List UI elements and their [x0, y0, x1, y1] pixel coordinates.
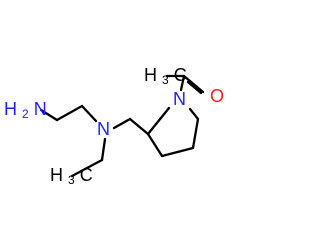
- bond-ring-c3-c4: [160, 146, 195, 158]
- bond-ring-c2-n: [146, 106, 171, 136]
- label-amino-group: H 2 N: [4, 99, 47, 124]
- label-amino-n: N: [34, 99, 47, 119]
- bond-layer: [39, 74, 205, 178]
- bond-n-linker: [112, 117, 132, 130]
- atom-labels: H 2 N N N O H 3 C H 3 C: [4, 65, 224, 190]
- bond-ring-c4-c5: [191, 117, 200, 150]
- bond-ch2-n: [80, 104, 98, 123]
- bond-ch2-ch2: [55, 104, 84, 122]
- label-ring-n: N: [173, 89, 186, 109]
- bond-n-ethyl-ch2: [100, 137, 107, 162]
- label-acetyl-methyl: H 3 C: [144, 65, 187, 90]
- label-ethyl-methyl-subscript: 3: [68, 173, 75, 187]
- label-ethyl-methyl-c: C: [80, 165, 93, 185]
- label-ethyl-methyl: H 3 C: [50, 165, 93, 190]
- bond-ring-n-carbonyl-c: [179, 74, 186, 92]
- bond-ring-c2-c3: [146, 132, 164, 158]
- bond-ring-c5-n: [188, 107, 200, 121]
- label-ethyl-methyl-h: H: [50, 165, 63, 185]
- bond-carbonyl-double-outer: [182, 74, 205, 94]
- bond-linker-ring: [128, 117, 150, 136]
- bond-carbonyl-double-inner: [186, 80, 203, 95]
- label-acetyl-methyl-c: C: [174, 65, 187, 85]
- label-tertiary-amine-n: N: [97, 119, 110, 139]
- label-amino-subscript: 2: [22, 107, 29, 121]
- label-carbonyl-o: O: [210, 86, 224, 106]
- bond-ethyl-ch2-ch3: [70, 158, 104, 178]
- label-amino-h: H: [4, 99, 17, 119]
- molecule-structure: H 2 N N N O H 3 C H 3 C: [4, 65, 224, 190]
- label-acetyl-methyl-h: H: [144, 65, 157, 85]
- label-acetyl-methyl-subscript: 3: [162, 73, 169, 87]
- bond-nh2-ch2: [39, 108, 59, 122]
